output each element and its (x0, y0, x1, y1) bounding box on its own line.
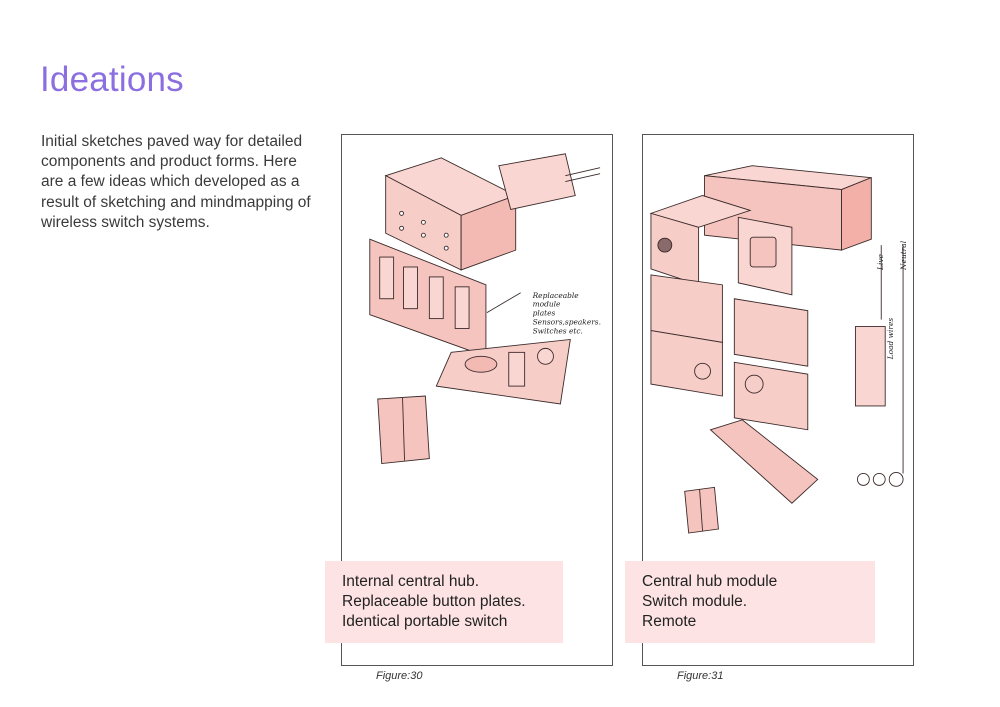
caption-line: Replaceable button plates. (342, 593, 526, 610)
figure-31-caption: Central hub module Switch module. Remote (625, 561, 875, 643)
svg-text:Live: Live (876, 253, 885, 271)
caption-line: Remote (642, 613, 697, 630)
caption-line: Internal central hub. (342, 573, 480, 590)
figure-30-sketch: Replaceable module plates Sensors,speake… (369, 153, 601, 465)
svg-text:Sensors,speakers.: Sensors,speakers. (533, 318, 601, 327)
caption-line: Central hub module (642, 573, 778, 590)
figure-30-caption: Internal central hub. Replaceable button… (325, 561, 563, 643)
figure-31-label: Figure:31 (677, 670, 724, 682)
figure-30-annotation: Replaceable module plates Sensors,speake… (532, 291, 601, 336)
figure-31-sketch: Live Neutral Load wires (649, 165, 908, 534)
intro-paragraph: Initial sketches paved way for detailed … (41, 133, 311, 231)
page-title: Ideations (40, 60, 184, 99)
svg-text:module: module (533, 300, 561, 309)
figure-31-annotation: Live Neutral Load wires (876, 240, 908, 360)
svg-text:Neutral: Neutral (899, 240, 908, 271)
figure-30-label: Figure:30 (376, 670, 423, 682)
svg-text:Replaceable: Replaceable (532, 291, 580, 300)
caption-line: Identical portable switch (342, 613, 508, 630)
svg-text:Load wires: Load wires (886, 318, 895, 361)
svg-text:Switches etc.: Switches etc. (533, 326, 583, 335)
caption-line: Switch module. (642, 593, 748, 610)
svg-text:plates: plates (533, 309, 556, 318)
